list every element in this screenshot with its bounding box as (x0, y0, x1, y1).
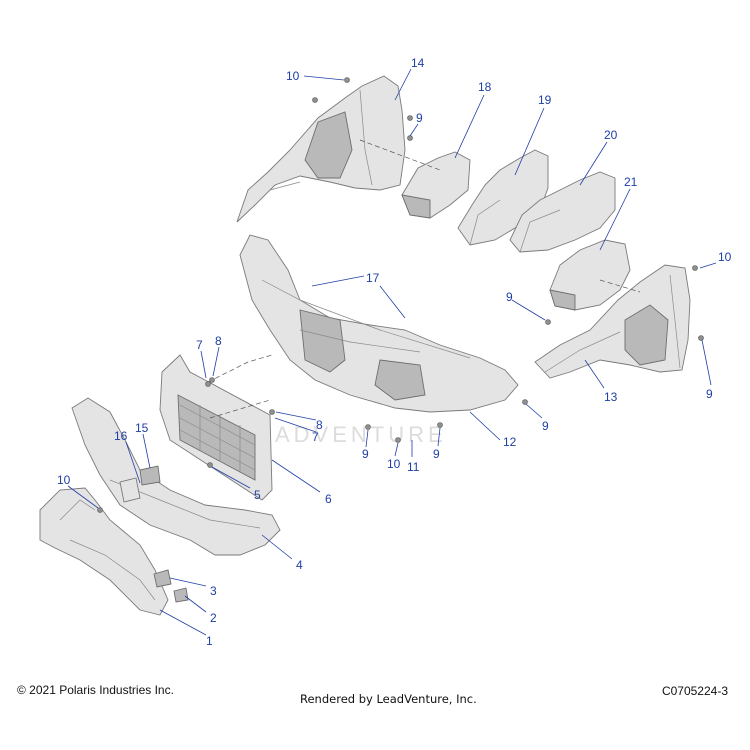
callout-18: 18 (478, 80, 492, 94)
callout-3: 3 (210, 584, 217, 598)
callout-5: 5 (254, 488, 261, 502)
callout-2: 2 (210, 611, 217, 625)
part-2-bracket[interactable] (173, 587, 189, 603)
callout-9-center-left: 9 (362, 447, 369, 461)
part-17-front-frame[interactable] (239, 234, 519, 413)
callout-10-top: 10 (286, 69, 300, 83)
callout-10-left: 10 (57, 473, 71, 487)
part-18-foam-block[interactable] (401, 151, 471, 219)
fasteners (97, 77, 704, 513)
callout-8-upper: 8 (215, 334, 222, 348)
callout-16: 16 (114, 429, 128, 443)
callout-9-right-upper: 9 (506, 290, 513, 304)
callout-9-right-lower: 9 (542, 419, 549, 433)
part-19-foam-block[interactable] (457, 149, 549, 246)
watermark: ADVENTURE (275, 422, 447, 447)
part-14-left-fender-shield[interactable] (236, 75, 406, 223)
part-6-grille[interactable] (159, 354, 273, 501)
callout-19: 19 (538, 93, 552, 107)
callout-13: 13 (604, 390, 618, 404)
part-16-cover[interactable] (119, 477, 141, 503)
copyright-text: © 2021 Polaris Industries Inc. (17, 683, 174, 697)
part-1-bull-bar[interactable] (39, 487, 169, 616)
callout-10-right: 10 (718, 250, 732, 264)
callout-12: 12 (503, 435, 517, 449)
callout-20: 20 (604, 128, 618, 142)
callout-4: 4 (296, 558, 303, 572)
diagram-code: C0705224-3 (661, 684, 728, 698)
part-20-foam-block[interactable] (509, 171, 616, 253)
callout-10-center: 10 (387, 457, 401, 471)
callout-1: 1 (206, 634, 213, 648)
part-21-foam-block[interactable] (549, 239, 631, 311)
callout-9-far-right: 9 (706, 387, 713, 401)
callout-labels: 10 14 9 18 19 20 21 10 17 9 7 8 16 15 10… (57, 56, 732, 648)
part-13-right-fender-shield[interactable] (534, 264, 691, 379)
callout-17: 17 (366, 271, 380, 285)
assembly-lines (207, 139, 641, 419)
callout-7-upper: 7 (196, 338, 203, 352)
callout-9-top: 9 (416, 111, 423, 125)
part-3-bracket[interactable] (153, 569, 172, 588)
callout-11: 11 (407, 460, 420, 474)
callout-8-lower: 8 (316, 418, 323, 432)
rendered-by-text: Rendered by LeadVenture, Inc. (300, 692, 477, 706)
callout-6: 6 (325, 492, 332, 506)
callout-7-lower: 7 (312, 430, 319, 444)
callout-21: 21 (624, 175, 638, 189)
part-15-cover[interactable] (139, 465, 161, 486)
callout-9-center-right: 9 (433, 447, 440, 461)
callout-14: 14 (411, 56, 425, 70)
callout-15: 15 (135, 421, 149, 435)
leader-lines (67, 68, 717, 636)
